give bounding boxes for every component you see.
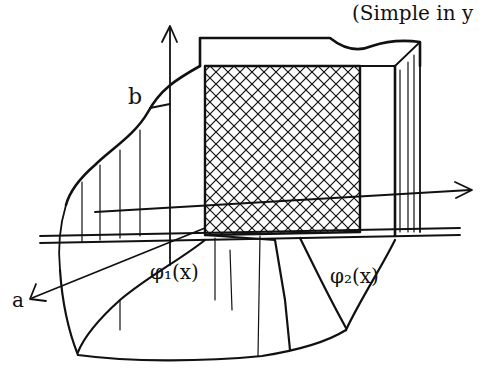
section-line	[275, 240, 290, 350]
surface-edge	[394, 66, 397, 236]
axis-label: b	[128, 86, 142, 108]
side-line	[82, 130, 140, 242]
surface-top	[200, 38, 420, 66]
axis-arrowhead	[162, 26, 177, 42]
axis-label: a	[12, 290, 24, 310]
surface-side	[59, 205, 66, 270]
surface-left	[66, 66, 200, 205]
surface-edge	[360, 42, 420, 66]
curve-label: φ₁(x)	[150, 262, 199, 282]
hatched-section	[205, 66, 360, 235]
phi1-curve	[78, 240, 205, 352]
axis-arrowhead	[30, 284, 46, 301]
curve-label: φ₂(x)	[330, 266, 379, 286]
surface-edge	[419, 66, 421, 232]
side-line	[120, 236, 260, 356]
title-note: (Simple in y	[352, 3, 473, 23]
x-axis	[32, 228, 205, 298]
axis-arrowhead	[455, 182, 472, 198]
side-line	[400, 55, 414, 232]
guide-line	[40, 235, 460, 243]
section-line	[205, 235, 275, 240]
z-axis	[169, 28, 171, 265]
